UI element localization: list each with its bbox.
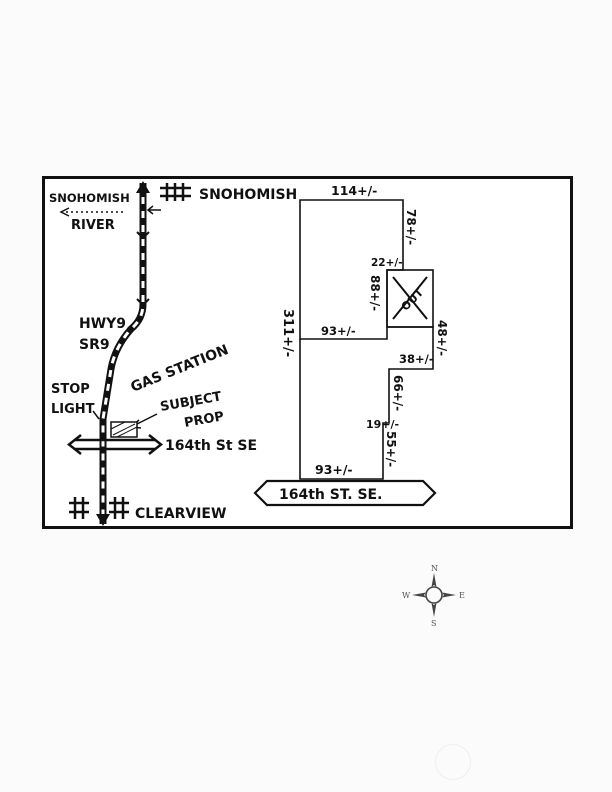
- sr9-label: SR9: [79, 337, 110, 353]
- sketch-frame: SNOHOMISH SNOHOMISH RIVER HWY9 SR9 GAS S…: [42, 176, 573, 529]
- road-marker-icon: [136, 298, 150, 307]
- dim-left: 311+/-: [280, 309, 295, 357]
- south-arrow-icon: [96, 514, 110, 526]
- vicinity-map: SNOHOMISH SNOHOMISH RIVER HWY9 SR9 GAS S…: [49, 181, 297, 526]
- street-arrow-left-icon: [66, 434, 82, 455]
- prop-label: PROP: [183, 409, 225, 431]
- hash-symbol-bottom-icon: [69, 497, 129, 519]
- dim-mid-step: 93+/-: [321, 324, 356, 338]
- north-arrow-icon: [136, 181, 150, 193]
- light-label: LIGHT: [51, 402, 95, 417]
- page-number-circle: [435, 744, 471, 780]
- dim-top: 114+/-: [331, 183, 377, 198]
- dim-step-38: 38+/-: [399, 352, 434, 366]
- snohomish-river-label: SNOHOMISH: [49, 191, 130, 205]
- dim-step-55: 55+/-: [384, 431, 398, 467]
- road-marker-icon: [136, 231, 150, 240]
- compass-s: S: [431, 619, 436, 627]
- dim-right-upper: 78+/-: [404, 209, 418, 245]
- compass-w: W: [402, 591, 411, 600]
- gas-station-label: GAS STATION: [129, 342, 231, 396]
- compass-n: N: [431, 564, 438, 573]
- out-parcel-box: [386, 269, 434, 328]
- highway-9-road: [99, 183, 147, 524]
- dim-step-19: 19+/-: [366, 418, 399, 431]
- highway-9-dashes: [101, 183, 145, 524]
- street-arrow-right-icon: [148, 434, 164, 455]
- site-street-label: 164th ST. SE.: [279, 487, 382, 503]
- hash-symbol-top-icon: [160, 183, 191, 201]
- snohomish-top-label: SNOHOMISH: [199, 187, 297, 203]
- street-arrow-box: [253, 479, 437, 507]
- dim-step-66: 66+/-: [391, 375, 405, 411]
- hwy9-label: HWY9: [79, 316, 126, 332]
- sketch-drawing: SNOHOMISH SNOHOMISH RIVER HWY9 SR9 GAS S…: [49, 181, 449, 526]
- street-164th-label: 164th St SE: [165, 438, 257, 454]
- dim-out-right: 48+/-: [435, 320, 449, 356]
- dim-bottom: 93+/-: [315, 462, 353, 477]
- compass-e: E: [459, 591, 465, 600]
- dim-out-left: 88+/-: [368, 275, 382, 311]
- clearview-label: CLEARVIEW: [135, 506, 226, 522]
- site-sketch: OUT 114+/- 78+/- 22+/- 88+/- 48+/- 311+/…: [253, 183, 449, 507]
- property-outline-lower: [299, 326, 434, 480]
- stop-label: STOP: [51, 382, 90, 397]
- compass-rose-icon: N S W E: [402, 564, 465, 627]
- river-label: RIVER: [71, 218, 115, 233]
- dim-notch-top: 22+/-: [371, 257, 403, 269]
